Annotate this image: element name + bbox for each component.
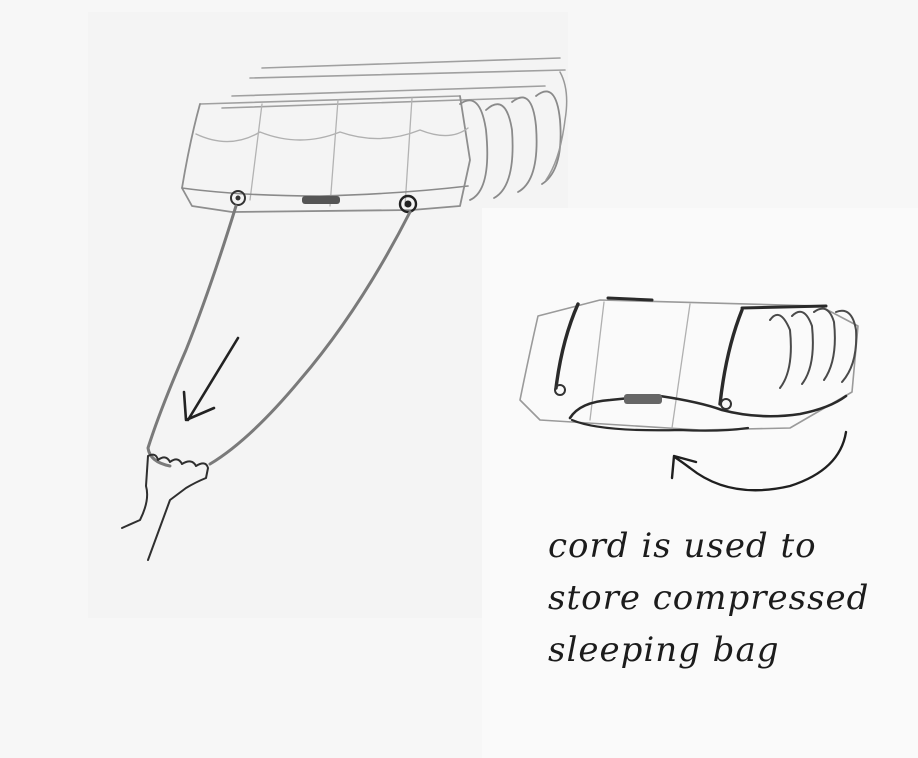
compressed-sleeping-bag [520,298,858,431]
cord-lock [302,196,340,204]
grommet-left-compressed [555,385,565,395]
caption-line-1: cord is used to [548,520,908,572]
curved-arrow-icon [672,432,846,490]
grommet-right-compressed [721,399,731,409]
hand-pulling-cord [122,455,208,560]
cord-lock-compressed [624,394,662,404]
caption-line-3: sleeping bag [548,624,908,676]
rolled-sleeping-bag [182,58,567,212]
pull-cord [148,206,410,466]
caption-line-2: store compressed [548,572,908,624]
arrow-down-icon [184,338,238,420]
caption-text: cord is used to store compressed sleepin… [548,520,908,676]
